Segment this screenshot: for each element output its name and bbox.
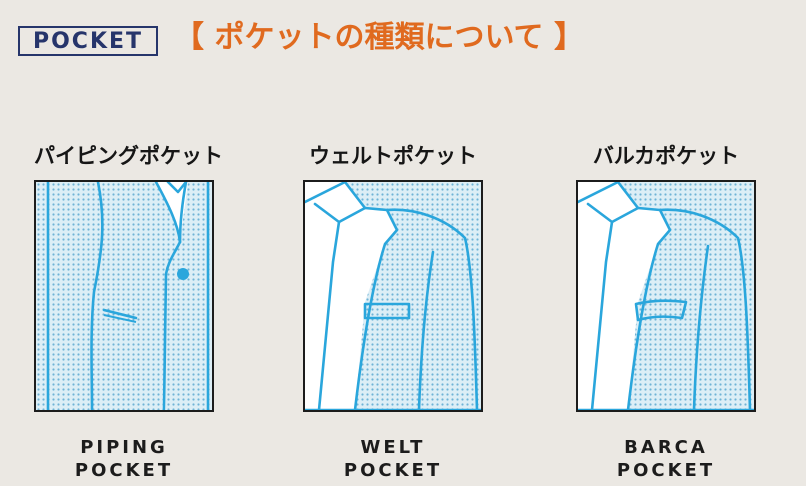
panel-title-en: WELT POCKET bbox=[343, 437, 443, 481]
piping-pocket-illustration bbox=[34, 180, 214, 412]
barca-pocket-illustration bbox=[576, 180, 756, 412]
welt-pocket-shape bbox=[363, 302, 411, 320]
panel-title-en: PIPING POCKET bbox=[74, 437, 174, 481]
panel-title-jp: ウェルトポケット bbox=[309, 144, 477, 168]
panel-title-jp: パイピングポケット bbox=[34, 144, 223, 168]
jacket-chest-drawing bbox=[578, 182, 754, 410]
panel-title-jp: バルカポケット bbox=[592, 144, 740, 168]
page-title: 【 ポケットの種類について 】 bbox=[174, 20, 584, 55]
jacket-front-drawing bbox=[36, 182, 212, 410]
barca-pocket-shape bbox=[634, 299, 688, 322]
jacket-chest-drawing bbox=[305, 182, 481, 410]
button-icon bbox=[177, 268, 189, 280]
panel-title-en: BARCA POCKET bbox=[616, 437, 716, 481]
welt-pocket-illustration bbox=[303, 180, 483, 412]
pocket-badge: POCKET bbox=[18, 26, 158, 56]
